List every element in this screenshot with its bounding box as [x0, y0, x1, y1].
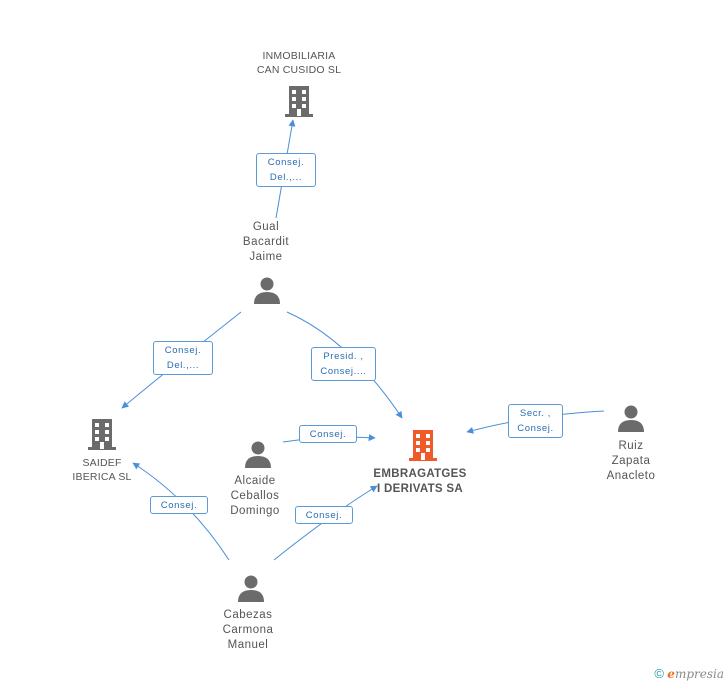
person-icon[interactable] — [253, 276, 281, 304]
copyright-icon: © — [654, 666, 664, 681]
edge-label-alcaide-embragatges[interactable]: Consej. — [299, 425, 357, 443]
node-label-ruiz[interactable]: Ruiz Zapata Anacleto — [606, 440, 656, 482]
node-label-inmobiliaria[interactable]: INMOBILIARIA CAN CUSIDO SL — [256, 50, 342, 76]
person-icon[interactable] — [244, 440, 272, 468]
node-label-alcaide[interactable]: Alcaide Ceballos Domingo — [230, 475, 280, 517]
node-label-saidef[interactable]: SAIDEF IBERICA SL — [72, 457, 132, 483]
brand-e: e — [667, 667, 675, 681]
edge-label-gual-embragatges[interactable]: Presid. , Consej.... — [311, 347, 376, 381]
person-icon[interactable] — [617, 404, 645, 432]
node-label-embragatges[interactable]: EMBRAGATGES I DERIVATS SA — [373, 468, 467, 495]
person-icon[interactable] — [237, 574, 265, 602]
edge-label-gual-inmobiliaria[interactable]: Consej. Del.,... — [256, 153, 316, 187]
node-label-gual[interactable]: Gual Bacardit Jaime — [242, 221, 290, 263]
node-label-cabezas[interactable]: Cabezas Carmona Manuel — [222, 609, 274, 651]
building-icon[interactable] — [407, 428, 439, 462]
brand-name: mpresia — [674, 667, 724, 681]
building-icon[interactable] — [283, 84, 315, 118]
edge-label-ruiz-embragatges[interactable]: Secr. , Consej. — [508, 404, 563, 438]
building-icon[interactable] — [86, 417, 118, 451]
edge-label-cabezas-saidef[interactable]: Consej. — [150, 496, 208, 514]
edge-label-gual-saidef[interactable]: Consej. Del.,... — [153, 341, 213, 375]
empresia-brand[interactable]: © empresia — [654, 666, 724, 681]
edge-label-cabezas-embragatges[interactable]: Consej. — [295, 506, 353, 524]
